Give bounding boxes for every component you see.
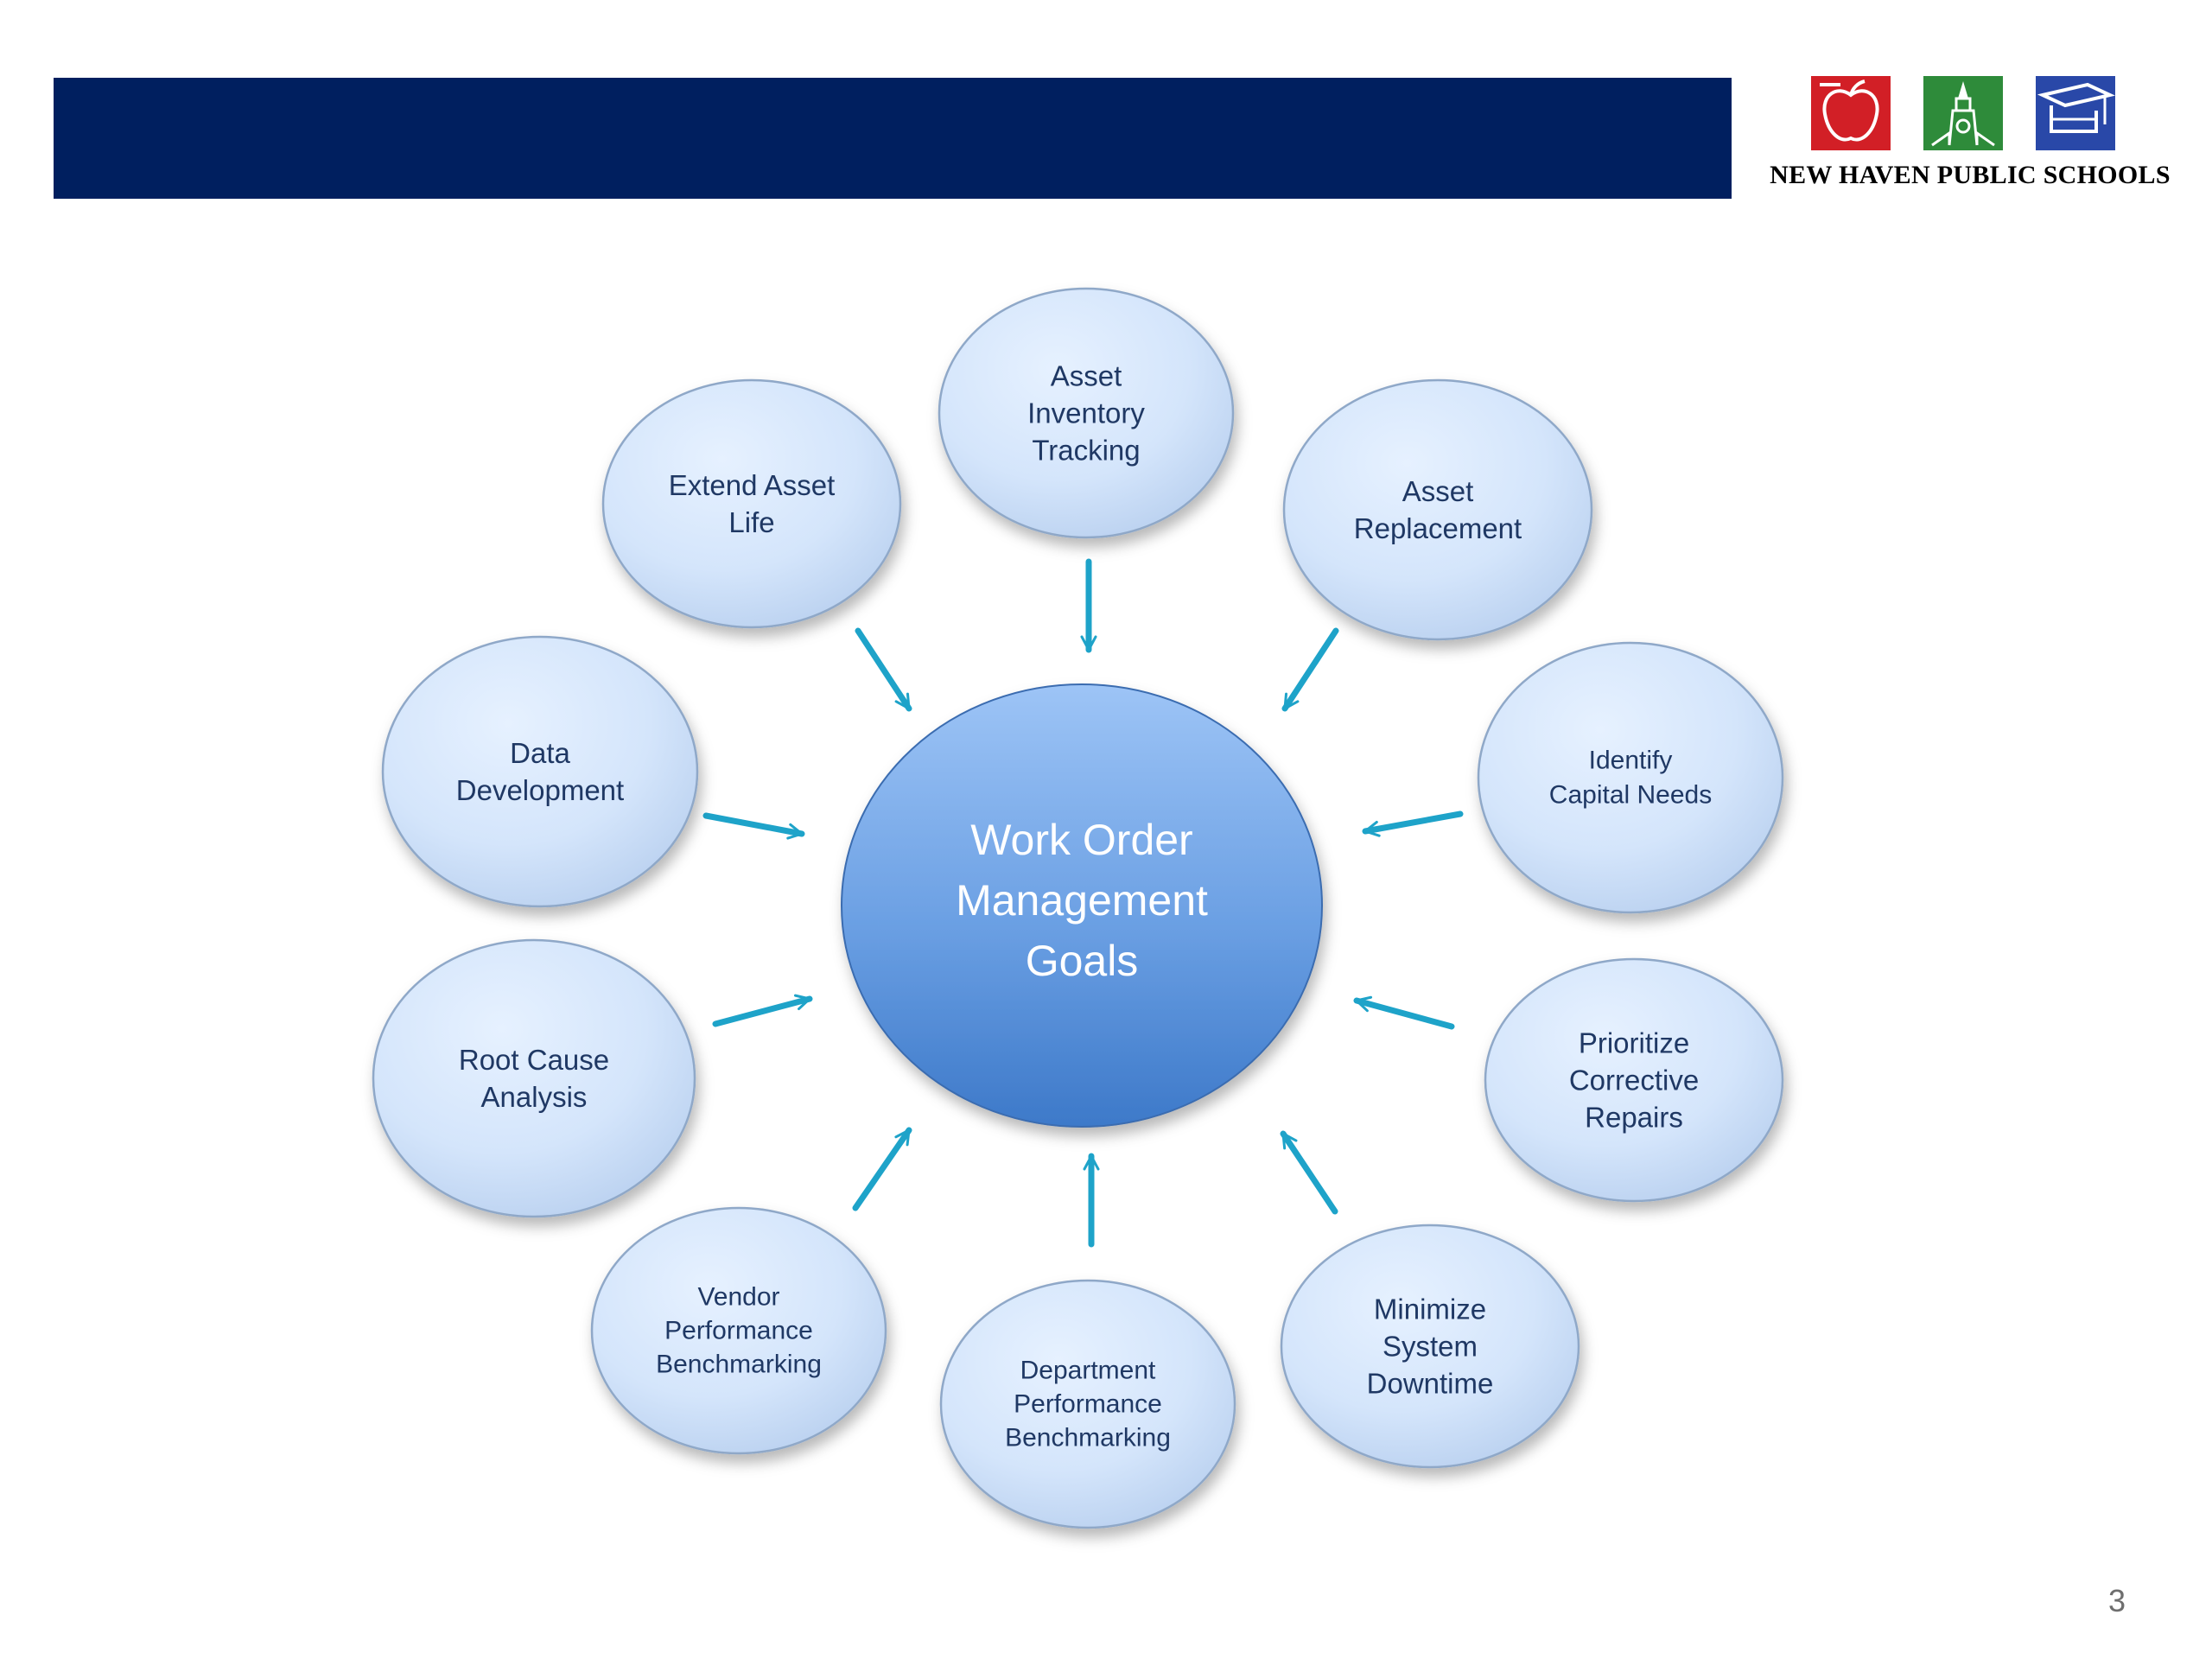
apple-icon [1811, 76, 1891, 150]
center-title-line: Management [956, 876, 1208, 925]
goal-label-line: Analysis [481, 1081, 588, 1113]
goal-label-line: Department [1020, 1357, 1156, 1385]
center-title-line: Work Order [970, 816, 1192, 864]
goal-label-line: Repairs [1585, 1102, 1683, 1134]
goal-label-line: Extend Asset [669, 469, 836, 501]
goal-label-line: Vendor [697, 1283, 779, 1312]
goal-label-line: Inventory [1027, 397, 1145, 429]
goal-label-line: Identify [1589, 747, 1673, 775]
goal-label-line: Prioritize [1579, 1027, 1689, 1059]
goal-label-line: Benchmarking [656, 1351, 822, 1379]
goal-label-line: Life [728, 506, 774, 538]
goal-ellipse [939, 1279, 1236, 1529]
goal-ellipse [1484, 957, 1784, 1203]
graduation-cap-icon [2036, 76, 2115, 150]
arrow-identify-capital-needs [1362, 810, 1464, 837]
title-bar [54, 78, 1732, 199]
arrow-minimize-system-downtime [1280, 1130, 1338, 1215]
org-name: NEW HAVEN PUBLIC SCHOOLS [1770, 161, 2171, 189]
goal-label-line: Capital Needs [1549, 781, 1712, 810]
goal-ellipse [1280, 1224, 1580, 1469]
goal-label-line: Performance [1014, 1390, 1162, 1419]
goal-label-line: Corrective [1569, 1065, 1699, 1096]
goal-label-line: Data [510, 737, 570, 769]
goal-ellipse [938, 287, 1235, 539]
tower-icon [1923, 76, 2003, 150]
goal-ellipse [590, 1206, 887, 1455]
goal-label-line: System [1382, 1331, 1478, 1363]
goal-label-line: Asset [1402, 475, 1474, 507]
arrow-asset-replacement [1281, 627, 1339, 712]
goal-label-line: Development [456, 774, 624, 806]
arrow-prioritize-corrective-repairs [1353, 995, 1455, 1030]
goal-label-line: Minimize [1374, 1294, 1486, 1325]
goal-label-line: Asset [1051, 360, 1122, 392]
goal-ellipse [372, 938, 696, 1218]
school-logo: NEW HAVEN PUBLIC SCHOOLS [1754, 69, 2186, 199]
goal-label-line: Tracking [1032, 435, 1140, 467]
arrow-root-cause-analysis [712, 994, 813, 1027]
arrow-extend-asset-life [855, 627, 912, 712]
center-title-line: Goals [1026, 937, 1139, 985]
goal-label-line: Replacement [1354, 512, 1522, 544]
center-ellipse [841, 683, 1323, 1128]
goal-ellipse [1477, 641, 1784, 914]
goal-ellipse [1282, 378, 1593, 641]
goal-label-line: Performance [664, 1317, 813, 1345]
goal-ellipse [381, 635, 699, 908]
arrow-vendor-performance-benchmarking [852, 1127, 912, 1211]
goal-ellipse [601, 378, 902, 629]
arrow-data-development [702, 812, 805, 840]
goal-label-line: Downtime [1367, 1368, 1494, 1400]
page-number: 3 [2107, 1583, 2126, 1618]
goal-label-line: Benchmarking [1005, 1424, 1171, 1452]
goal-label-line: Root Cause [459, 1044, 609, 1076]
